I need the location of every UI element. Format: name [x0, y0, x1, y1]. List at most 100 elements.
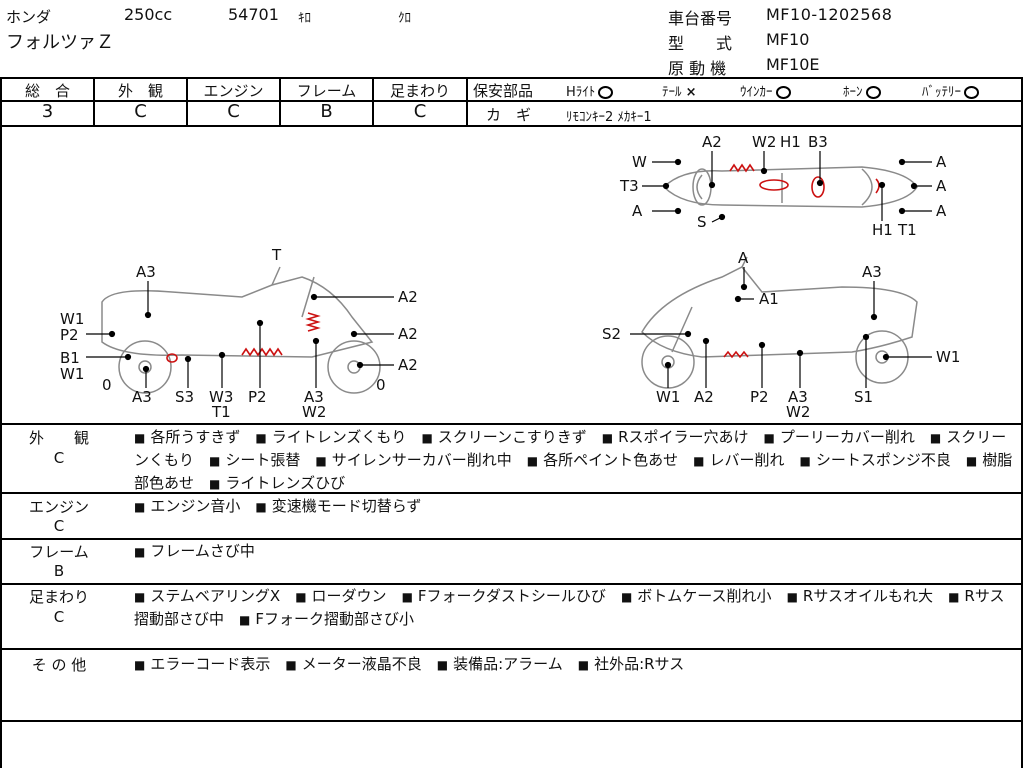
remark-item: ■ローダウン	[295, 587, 401, 605]
remark-text: ライトレンズくもり	[271, 428, 407, 446]
remark-item: ■エラーコード表示	[134, 655, 285, 673]
diagram-label: B1	[60, 349, 80, 367]
diagram-label: W2	[752, 133, 776, 151]
diagram-label: A	[936, 177, 947, 195]
diagram-label: W2	[302, 403, 326, 421]
safety-tail: ﾃｰﾙ ×	[662, 81, 697, 100]
detail-suspension-items: ■ステムベアリングX ■ローダウン ■Fフォークダストシールひび ■ボトムケース…	[134, 585, 1014, 631]
key-label: カ ギ	[486, 106, 532, 124]
detail-other-label: そ の 他	[31, 656, 87, 674]
rule-grade-mid	[0, 100, 466, 102]
remark-text: シート張替	[225, 451, 301, 469]
diagram-label: A2	[694, 388, 714, 406]
bullet-square-icon: ■	[134, 590, 146, 604]
diagram-label: A2	[398, 325, 418, 343]
detail-engine-label: エンジン	[28, 498, 89, 516]
diagram-label: T1	[897, 221, 917, 239]
diagram-label: A2	[398, 356, 418, 374]
detail-frame-grade: B	[53, 562, 65, 580]
bullet-square-icon: ■	[285, 658, 297, 672]
remark-item: ■ライトレンズひび	[209, 474, 360, 492]
safety-battery-name: ﾊﾞｯﾃﾘｰ	[922, 85, 961, 100]
diagram-label: T3	[619, 177, 639, 195]
diagram-label: A3	[862, 263, 882, 281]
diagram-label: P2	[60, 326, 79, 344]
safety-winker-name: ｳｲﾝｶｰ	[740, 85, 773, 100]
safety-headlight-name: Hﾗｲﾄ	[566, 85, 596, 100]
rule-suspension-bottom	[0, 648, 1023, 650]
remark-text: エンジン音小	[150, 497, 241, 515]
grade-frame-value: B	[320, 101, 333, 122]
remark-text: ライトレンズひび	[225, 474, 346, 492]
remark-item: ■メーター液晶不良	[285, 655, 436, 673]
engine-label: 原 動 機	[668, 59, 727, 78]
remark-text: エラーコード表示	[150, 655, 271, 673]
remark-item: ■Rサスオイルもれ大	[787, 587, 948, 605]
type-value: MF10	[766, 30, 810, 49]
remark-text: Rサス摺動部さび中	[134, 587, 1005, 628]
rule-exterior-bottom	[0, 492, 1023, 494]
diagram-label: A	[936, 153, 947, 171]
detail-frame-items: ■フレームさび中	[134, 540, 1014, 563]
grade-sep-2	[186, 77, 188, 125]
bullet-square-icon: ■	[134, 545, 146, 559]
grade-sep-5	[466, 77, 468, 125]
diagram-label: S2	[602, 325, 621, 343]
diagram-label: W	[632, 153, 647, 171]
bullet-square-icon: ■	[295, 590, 307, 604]
grade-frame-label: フレーム	[296, 82, 357, 100]
circle-mark-icon	[865, 86, 881, 99]
remark-item: ■フレームさび中	[134, 542, 270, 560]
right-view-damage	[723, 350, 749, 359]
mileage-unit: ｷﾛ	[298, 11, 311, 26]
diagram-label: A3	[132, 388, 152, 406]
rule-engine-bottom	[0, 538, 1023, 540]
remark-item: ■樹脂部色あせ	[134, 451, 1012, 492]
leader-lines	[86, 151, 932, 388]
left-view-bike	[101, 266, 381, 394]
bullet-square-icon: ■	[315, 454, 327, 468]
remark-text: レバー削れ	[709, 451, 785, 469]
bullet-square-icon: ■	[786, 590, 798, 604]
diagram-label: S1	[854, 388, 873, 406]
rule-header	[0, 77, 1023, 79]
safety-horn-name: ﾎｰﾝ	[843, 85, 863, 100]
color: ｸﾛ	[398, 11, 411, 26]
diagram-label: A	[936, 202, 947, 220]
rule-other-bottom	[0, 720, 1023, 722]
bullet-square-icon: ■	[799, 454, 811, 468]
frame-left	[0, 77, 2, 768]
cross-mark-icon: ×	[685, 85, 697, 100]
detail-frame-label: フレーム	[29, 543, 89, 561]
bullet-square-icon: ■	[620, 590, 633, 604]
remark-item: ■装備品:アラーム	[437, 655, 578, 673]
safety-winker: ｳｲﾝｶｰ	[740, 81, 791, 100]
bullet-square-icon: ■	[601, 431, 614, 445]
diagram-label: W1	[60, 365, 84, 383]
chassis-value: MF10-1202568	[766, 5, 893, 24]
diagram-label: W1	[60, 310, 84, 328]
remark-text: Rスポイラー穴あけ	[618, 428, 749, 446]
bullet-square-icon: ■	[948, 590, 960, 604]
top-view-bike	[662, 166, 918, 208]
remark-item: ■各所ペイント色あせ	[527, 451, 693, 469]
diagram-label: A1	[759, 290, 779, 308]
detail-exterior-items: ■各所うすきず ■ライトレンズくもり ■スクリーンこすりきず ■Rスポイラー穴あ…	[134, 426, 1014, 495]
grade-suspension-label: 足まわり	[389, 82, 450, 100]
remark-item: ■ボトムケース削れ小	[621, 587, 787, 605]
bullet-square-icon: ■	[577, 658, 590, 672]
grade-suspension-value: C	[413, 101, 427, 122]
remark-item: ■スクリーンこすりきず	[421, 428, 601, 446]
rule-safety-mid	[466, 100, 1023, 102]
bullet-square-icon: ■	[134, 431, 146, 445]
remark-item: ■スクリーンくもり	[134, 428, 1006, 469]
remark-text: 樹脂部色あせ	[134, 451, 1013, 492]
diagram-label: A3	[136, 263, 156, 281]
safety-horn: ﾎｰﾝ	[843, 81, 881, 100]
rule-grades-bottom	[0, 125, 1023, 127]
bullet-square-icon: ■	[401, 590, 413, 604]
frame-right	[1021, 77, 1023, 768]
damage-diagram: W T3 A A2 S W2 H1 B3 A A A H1 T1 T A3 A2…	[60, 133, 960, 421]
safety-headlight: Hﾗｲﾄ	[566, 81, 614, 100]
bullet-square-icon: ■	[693, 454, 705, 468]
